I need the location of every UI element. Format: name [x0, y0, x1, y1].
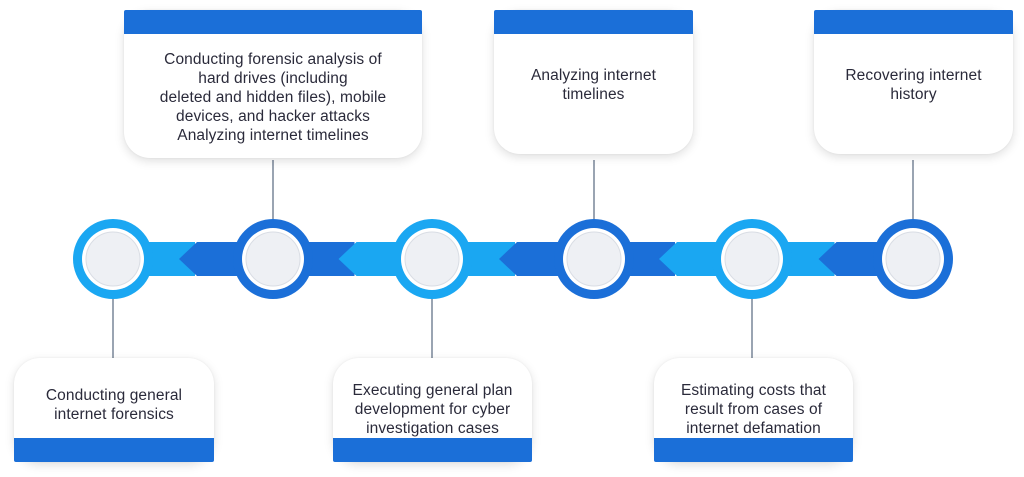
card-band — [124, 10, 422, 34]
milestone-text-6: Recovering internet history — [845, 67, 982, 103]
milestone-card-4: Analyzing internet timelines — [494, 10, 693, 154]
milestone-text-5: Estimating costs that result from cases … — [680, 382, 827, 437]
milestone-card-5: Estimating costs that result from cases … — [654, 358, 853, 462]
milestone-card-1: Conducting general internet forensics — [14, 358, 214, 462]
track-chevron — [179, 242, 245, 276]
card-band — [814, 10, 1013, 34]
milestone-card-3: Executing general plan development for c… — [333, 358, 532, 462]
timeline-node-center — [724, 231, 780, 287]
card-band — [654, 438, 853, 462]
milestone-card-6: Recovering internet history — [814, 10, 1013, 154]
timeline-node-center — [566, 231, 622, 287]
milestone-card-2: Conducting forensic analysis of hard dri… — [124, 10, 422, 158]
milestone-text-2: Conducting forensic analysis of hard dri… — [159, 51, 387, 144]
track-chevron — [338, 242, 404, 276]
milestone-text-3: Executing general plan development for c… — [352, 382, 513, 437]
timeline-node-center — [245, 231, 301, 287]
track-chevron — [818, 242, 885, 276]
card-band — [494, 10, 693, 34]
milestone-text-4: Analyzing internet timelines — [530, 67, 656, 103]
timeline-node-center — [885, 231, 941, 287]
track-chevron — [659, 242, 724, 276]
timeline-node-center — [404, 231, 460, 287]
milestone-text-1: Conducting general internet forensics — [45, 387, 183, 423]
card-band — [14, 438, 214, 462]
card-band — [333, 438, 532, 462]
track-chevron — [499, 242, 566, 276]
timeline-node-center — [85, 231, 141, 287]
